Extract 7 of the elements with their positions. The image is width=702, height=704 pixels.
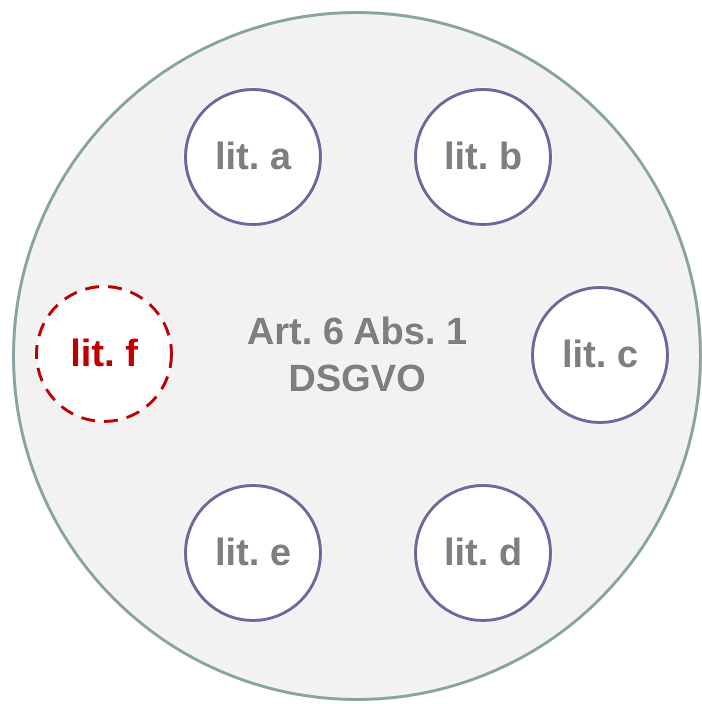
circle-label: lit. b (444, 136, 522, 178)
center-title: Art. 6 Abs. 1 DSGVO (246, 310, 468, 402)
circle-label: lit. a (214, 136, 292, 178)
circle-label: lit. d (444, 532, 522, 574)
circle-label: lit. e (214, 532, 292, 574)
circle-label: lit. c (562, 334, 638, 376)
circle-label: lit. f (70, 332, 138, 376)
